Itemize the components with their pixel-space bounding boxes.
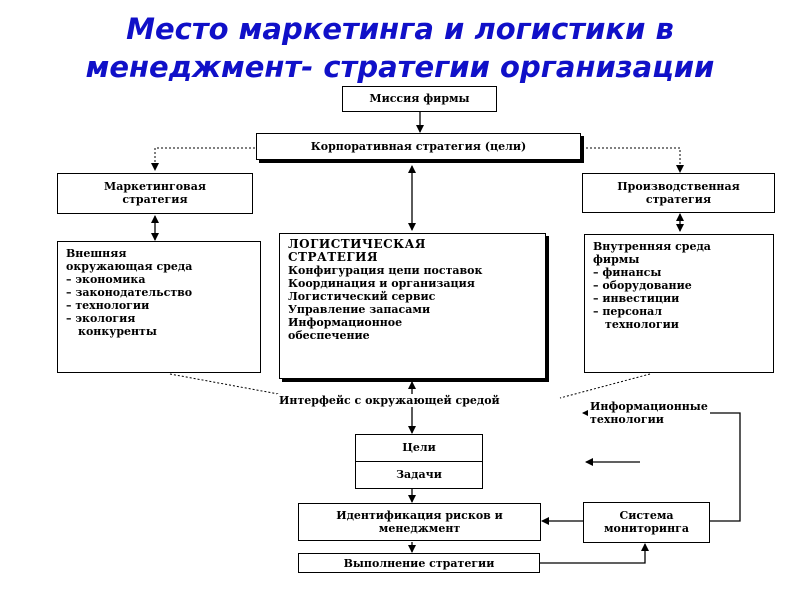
title-line-1: Место маркетинга и логистики в [126,12,674,46]
monitoring-line-2: мониторинга [603,522,690,535]
mission-label: Миссия фирмы [369,92,470,105]
external-line-3: – экономика [66,273,146,286]
logistics-strategy-box: ЛОГИСТИЧЕСКАЯ СТРАТЕГИЯ Конфигурация цеп… [279,233,546,379]
infotech-line-1: Информационные [590,400,708,413]
logistics-item-3: Логистический сервис [288,290,436,303]
monitoring-line-1: Система [619,509,674,522]
logistics-item-2: Координация и организация [288,277,475,290]
arrow-corporate-production [582,147,684,173]
production-line-1: Производственная [617,180,740,193]
internal-line-3: – финансы [593,266,662,279]
mission-box: Миссия фирмы [342,86,497,112]
external-line-5: – технологии [66,299,150,312]
internal-line-6: – персонал [593,305,663,318]
monitoring-box: Система мониторинга [583,502,710,543]
corporate-strategy-box: Корпоративная стратегия (цели) [256,133,581,160]
arrow-corporate-marketing [151,147,255,171]
internal-environment-box: Внутренняя среда фирмы – финансы – обору… [584,234,774,373]
marketing-strategy-box: Маркетинговая стратегия [57,173,253,214]
production-line-2: стратегия [645,193,712,206]
execution-label: Выполнение стратегии [343,557,495,570]
infotech-label: Информационные технологии [588,400,710,426]
risk-management-box: Идентификация рисков и менеджмент [298,503,541,541]
external-environment-box: Внешняя окружающая среда – экономика – з… [57,241,261,373]
marketing-line-2: стратегия [122,193,188,206]
logistics-item-1: Конфигурация цепи поставок [288,264,483,277]
logistics-title-1: ЛОГИСТИЧЕСКАЯ [288,237,426,251]
external-line-6: – экология [66,312,136,325]
risk-line-2: менеджмент [378,522,461,535]
execution-box: Выполнение стратегии [298,553,540,573]
production-strategy-box: Производственная стратегия [582,173,775,213]
internal-line-4: – оборудование [593,279,692,292]
goals-tasks-box: Цели Задачи [355,434,483,489]
logistics-item-4: Управление запасами [288,303,431,316]
logistics-title-2: СТРАТЕГИЯ [288,250,379,264]
title-line-2: менеджмент- стратегии организации [85,50,715,84]
risk-line-1: Идентификация рисков и [336,509,503,522]
arrow-execution-monitoring [540,543,649,564]
internal-line-2: фирмы [593,253,640,266]
internal-line-7: технологии [605,318,679,331]
external-line-4: – законодательство [66,286,193,299]
logistics-item-6: обеспечение [288,329,370,342]
tasks-label: Задачи [356,461,482,488]
external-line-7: конкуренты [78,325,157,338]
slide-title: Место маркетинга и логистики в менеджмен… [0,10,800,86]
internal-line-1: Внутренняя среда [593,240,711,253]
external-line-2: окружающая среда [66,260,193,273]
interface-label: Интерфейс с окружающей средой [277,394,502,407]
logistics-item-5: Информационное [288,316,403,329]
goals-label: Цели [402,441,436,454]
infotech-line-2: технологии [590,413,664,426]
external-line-1: Внешняя [66,247,127,260]
corporate-strategy-label: Корпоративная стратегия (цели) [310,140,527,153]
link-internal-interface [559,373,651,399]
marketing-line-1: Маркетинговая [104,180,206,193]
internal-line-5: – инвестиции [593,292,680,305]
